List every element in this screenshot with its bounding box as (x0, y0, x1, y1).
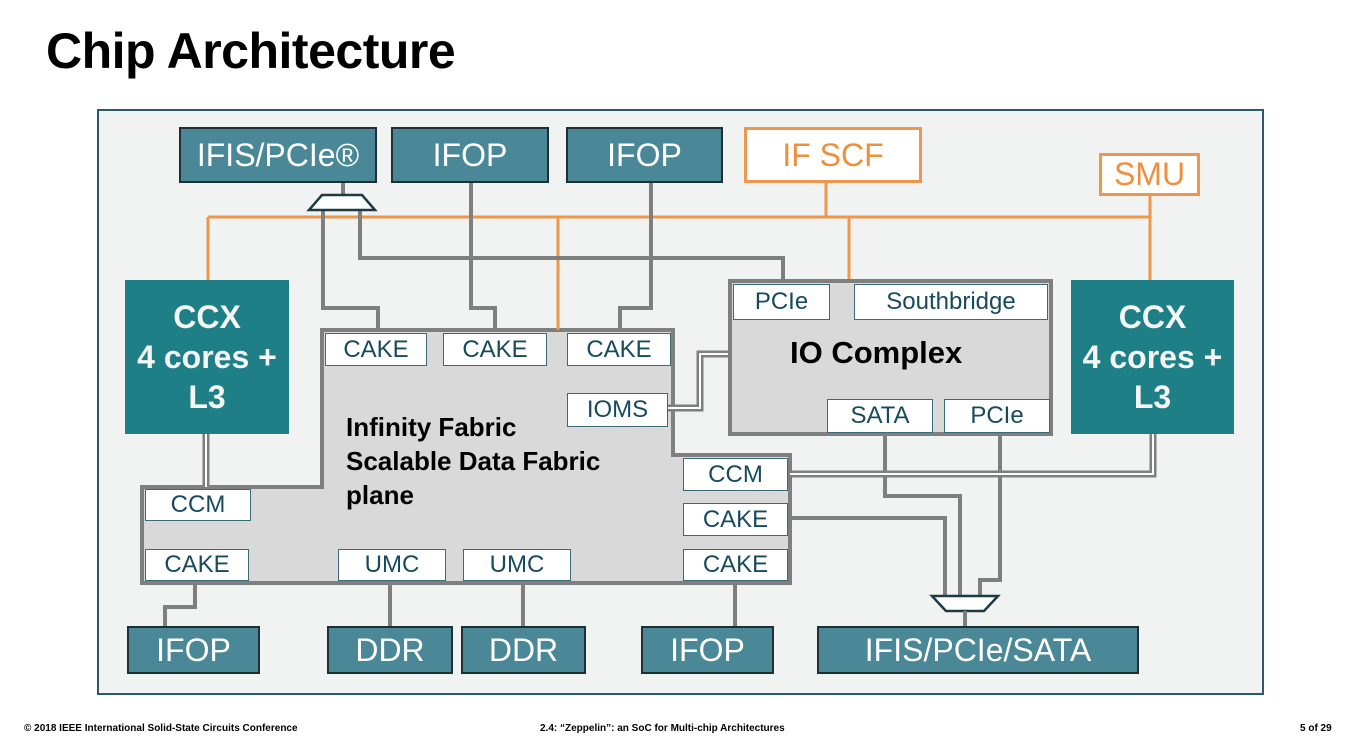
ccm-right-box: CCM (683, 458, 788, 491)
ccx-left-line2: 4 cores + (137, 339, 277, 375)
ddr-box-1: DDR (327, 626, 453, 674)
footer-session: 2.4: “Zeppelin”: an SoC for Multi-chip A… (540, 723, 785, 734)
ifop-bottom-right: IFOP (641, 626, 774, 674)
ifis-pcie-mux (306, 193, 378, 212)
fabric-label-line1: Infinity Fabric (346, 412, 517, 442)
footer-copyright: © 2018 IEEE International Solid-State Ci… (24, 723, 298, 734)
ioms-box: IOMS (567, 393, 668, 427)
fabric-label-line3: plane (346, 480, 414, 510)
io-pcie-top-box: PCIe (733, 284, 830, 320)
ccx-right-line3: L3 (1133, 379, 1172, 415)
cake-right-1: CAKE (683, 503, 788, 536)
io-complex-title: IO Complex (790, 335, 963, 370)
ccx-right-line1: CCX (1118, 299, 1187, 335)
sata-box: SATA (827, 399, 933, 433)
ifis-pcie-top-box: IFIS/PCIe® (179, 127, 377, 183)
ifop-bottom-left: IFOP (127, 626, 260, 674)
scf-bus (206, 183, 1152, 330)
ccm-left-box: CCM (145, 489, 251, 521)
cake-top-2: CAKE (443, 333, 547, 366)
fabric-label: Infinity Fabric Scalable Data Fabric pla… (346, 410, 600, 512)
io-pcie-bottom-box: PCIe (944, 399, 1050, 433)
ifop-top-box-1: IFOP (391, 127, 549, 183)
smu-box: SMU (1099, 153, 1200, 196)
ifis-pcie-sata-box: IFIS/PCIe/SATA (817, 626, 1139, 674)
fabric-label-line2: Scalable Data Fabric (346, 446, 601, 476)
cake-top-3: CAKE (567, 333, 671, 366)
umc-box-2: UMC (463, 549, 571, 581)
double-wires (202, 350, 1157, 487)
ifop-top-box-2: IFOP (566, 127, 723, 183)
diagram-panel (97, 109, 1264, 695)
cake-top-1: CAKE (325, 333, 427, 366)
ifis-pcie-sata-mux (929, 594, 1001, 613)
gray-wires (163, 183, 1002, 626)
cake-right-2: CAKE (683, 549, 788, 581)
ccx-right: CCX 4 cores + L3 (1071, 280, 1234, 434)
ccx-left: CCX 4 cores + L3 (125, 280, 289, 434)
ccx-left-line1: CCX (173, 299, 241, 335)
ddr-box-2: DDR (461, 626, 586, 674)
southbridge-box: Southbridge (854, 284, 1048, 320)
if-scf-box: IF SCF (744, 127, 922, 183)
footer-page-number: 5 of 29 (1300, 723, 1332, 734)
ccx-left-line3: L3 (188, 379, 226, 415)
umc-box-1: UMC (338, 549, 446, 581)
ccx-right-line2: 4 cores + (1082, 339, 1223, 375)
slide-title: Chip Architecture (46, 23, 456, 79)
cake-left-bottom: CAKE (145, 549, 249, 581)
